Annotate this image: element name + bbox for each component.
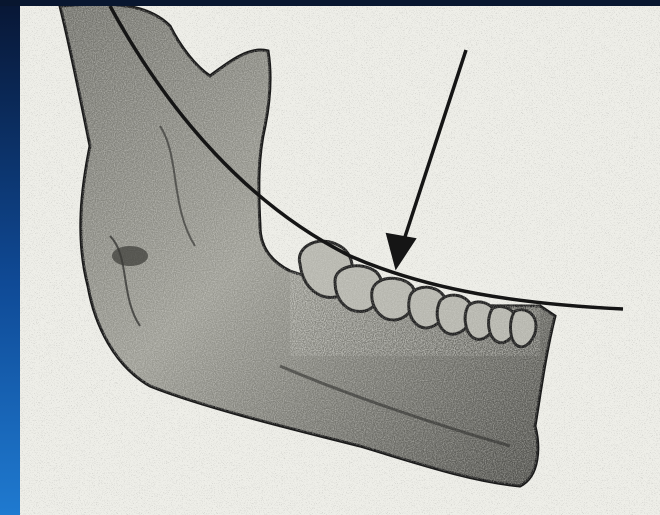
teeth-texture bbox=[290, 231, 540, 356]
mandible-illustration bbox=[20, 6, 660, 515]
illustration-panel bbox=[20, 6, 660, 515]
slide-left-border bbox=[0, 0, 20, 515]
